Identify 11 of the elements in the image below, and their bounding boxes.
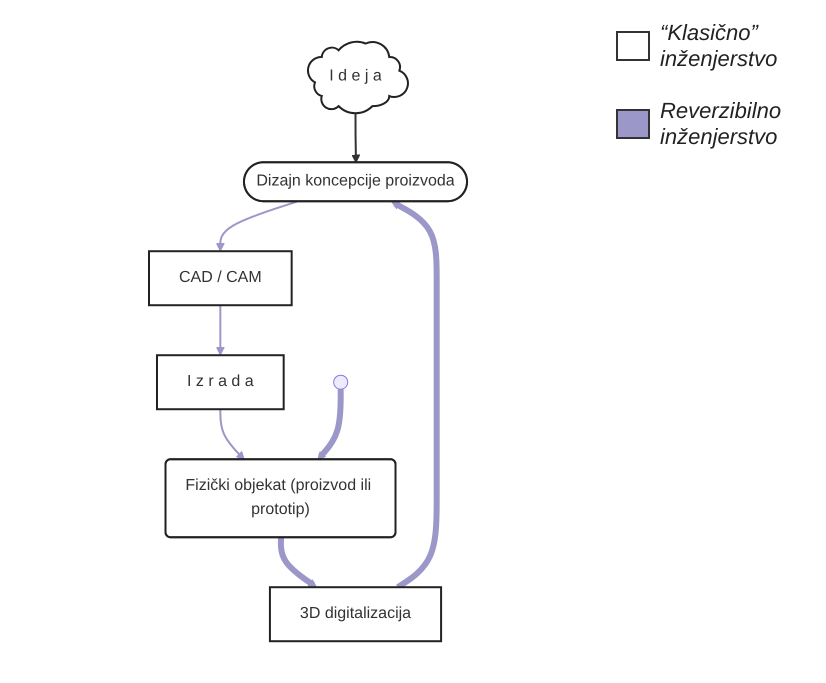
arrow bbox=[219, 409, 245, 460]
arrow bbox=[278, 538, 317, 588]
arrow bbox=[216, 305, 225, 356]
arrow bbox=[216, 200, 298, 252]
node-box: CAD / CAM bbox=[148, 250, 293, 306]
arrow bbox=[351, 112, 360, 164]
node-box: I z r a d a bbox=[156, 354, 285, 410]
legend-label: Reverzibilno inženjerstvo bbox=[660, 98, 782, 150]
legend-label: “Klasično” inženjerstvo bbox=[660, 20, 778, 72]
node-box: 3D digitalizacija bbox=[268, 586, 442, 642]
arrow bbox=[317, 389, 344, 460]
